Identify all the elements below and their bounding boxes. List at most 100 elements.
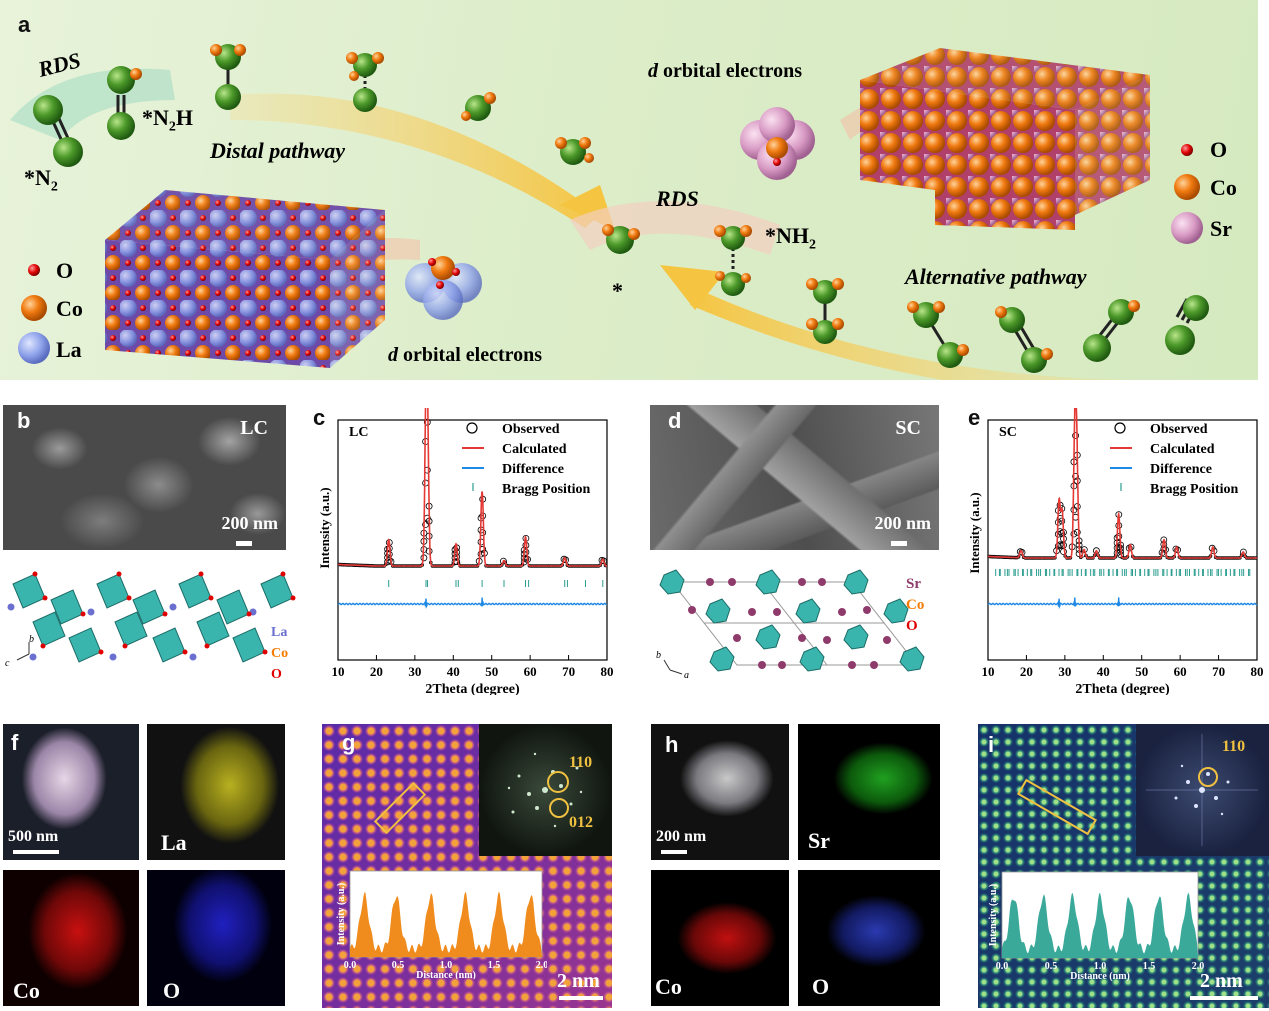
panel-b-lc-structure: b c bbox=[5, 571, 296, 669]
legend-label: Calculated bbox=[502, 442, 567, 457]
panel-i-fft-label-110: 110 bbox=[1222, 738, 1246, 755]
panel-b-sample: LC bbox=[240, 417, 268, 439]
legend-la-left: La bbox=[56, 337, 82, 362]
x-tick-label: 80 bbox=[601, 664, 614, 679]
x-tick-label: 40 bbox=[1097, 664, 1110, 679]
panel-h-co-map: Co bbox=[651, 870, 789, 1006]
panel-h-co-label: Co bbox=[655, 974, 682, 999]
legend-label: Observed bbox=[1150, 422, 1208, 437]
observed-point bbox=[1058, 517, 1066, 525]
molecule-alt-1 bbox=[806, 278, 844, 344]
panel-h-label: h bbox=[665, 732, 679, 757]
x-tick-label: 60 bbox=[524, 664, 537, 679]
molecule-nh3-1 bbox=[461, 92, 496, 121]
panel-f-label: f bbox=[11, 730, 19, 755]
legend-label: Bragg Position bbox=[502, 482, 590, 497]
x-tick-label: 70 bbox=[562, 664, 575, 679]
observed-point bbox=[522, 548, 530, 556]
n2-label: *N2 bbox=[24, 165, 58, 195]
panel-f-o-label: O bbox=[163, 978, 181, 1003]
profile-tick-label: 1.5 bbox=[1143, 961, 1156, 972]
molecule-alt-5 bbox=[1165, 295, 1209, 355]
panel-h-o-map: O bbox=[798, 870, 940, 1006]
profile-tick-label: 0.5 bbox=[1045, 961, 1058, 972]
alternative-arrow-head bbox=[660, 265, 725, 310]
panel-a-label: a bbox=[18, 12, 31, 37]
profile-y-label: Intensity (a.u.) bbox=[336, 883, 347, 946]
panel-g-fft-pattern bbox=[507, 752, 583, 828]
legend-label: Difference bbox=[1150, 462, 1212, 477]
profile-tick-label: 2.0 bbox=[1192, 961, 1205, 972]
panel-b-axis-c: c bbox=[5, 658, 10, 669]
panel-h-haadf-image: h 200 nm bbox=[651, 724, 789, 860]
observed-point bbox=[1073, 503, 1081, 510]
observed-point bbox=[479, 529, 487, 536]
panel-e-label: e bbox=[968, 405, 981, 430]
observed-point bbox=[1054, 542, 1062, 550]
molecule-alt-4 bbox=[1083, 299, 1140, 362]
x-tick-label: 70 bbox=[1212, 664, 1225, 679]
x-tick-label: 10 bbox=[332, 664, 345, 679]
panel-g-fft-circle-012 bbox=[549, 798, 569, 818]
panel-f-scale-label: 500 nm bbox=[8, 828, 59, 845]
panel-b-label: b bbox=[17, 408, 31, 433]
observed-point bbox=[1070, 530, 1078, 538]
observed-point bbox=[1115, 532, 1123, 540]
panel-d-label: d bbox=[668, 408, 682, 433]
distal-pathway-label: Distal pathway bbox=[210, 138, 346, 163]
panel-h-scale-bar bbox=[661, 850, 687, 854]
plot-frame bbox=[987, 419, 1258, 661]
sc-crystal-slab bbox=[860, 48, 1150, 230]
difference-series bbox=[337, 597, 608, 609]
lc-crystal-slab bbox=[105, 190, 385, 368]
d-orbital-label-right: d orbital electrons bbox=[648, 60, 803, 82]
legend-co-left: Co bbox=[56, 296, 83, 321]
legend-sr-sphere-right bbox=[1171, 212, 1203, 244]
molecule-nh2 bbox=[714, 225, 752, 296]
panel-i-scale-bar bbox=[1190, 996, 1258, 1000]
profile-tick-label: 1.0 bbox=[440, 960, 453, 971]
panel-g-fft-inset: 110 012 bbox=[479, 724, 612, 856]
legend-label: Calculated bbox=[1150, 442, 1215, 457]
observed-point bbox=[600, 557, 608, 565]
panel-f-co-map: Co bbox=[3, 870, 139, 1006]
x-tick-label: 40 bbox=[447, 664, 460, 679]
calculated-series bbox=[988, 408, 1257, 559]
legend-label: Bragg Position bbox=[1150, 482, 1238, 497]
observed-point bbox=[1080, 546, 1088, 554]
molecule-nh3-2 bbox=[555, 137, 594, 165]
panel-a-schematic bbox=[10, 44, 1209, 380]
legend-label: Difference bbox=[502, 462, 564, 477]
panel-g-fft-label-012: 012 bbox=[569, 814, 593, 831]
panel-g-scale-bar bbox=[559, 996, 603, 1000]
legend-observed-marker bbox=[466, 422, 478, 434]
alternative-pathway-label: Alternative pathway bbox=[905, 264, 1087, 289]
panel-d-sc-structure: b a bbox=[656, 569, 925, 681]
panel-b-scale-label: 200 nm bbox=[221, 513, 278, 533]
profile-area bbox=[350, 891, 542, 957]
panel-f-o-map: O bbox=[147, 870, 285, 1006]
panel-b-sem-image: b LC 200 nm bbox=[3, 405, 286, 550]
panel-d-scale-bar bbox=[891, 541, 907, 546]
panel-d-legend-sr: Sr bbox=[906, 576, 921, 592]
panel-b-legend-o: O bbox=[271, 667, 282, 682]
panel-f-la-map: La bbox=[147, 724, 285, 860]
observed-point bbox=[1239, 548, 1247, 556]
observed-point bbox=[1072, 432, 1079, 440]
panel-d-sample: SC bbox=[895, 417, 921, 439]
observed-point bbox=[422, 479, 429, 487]
legend-o-sphere-left bbox=[28, 264, 40, 276]
observed-point bbox=[1072, 473, 1079, 480]
panel-b-legend-co: Co bbox=[271, 646, 289, 661]
d-orbital-cluster-left bbox=[405, 256, 482, 320]
panel-b-scale-bar bbox=[236, 541, 252, 546]
sample-label: SC bbox=[999, 425, 1017, 440]
bragg-positions bbox=[995, 569, 1251, 576]
